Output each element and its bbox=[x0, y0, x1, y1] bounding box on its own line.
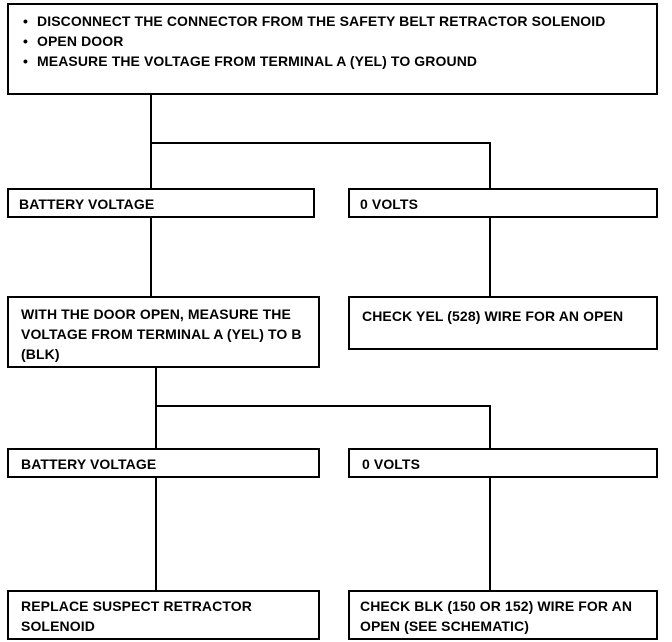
second-test-text: WITH THE DOOR OPEN, MEASURE THE VOLTAGE … bbox=[21, 306, 302, 362]
check-blk-wire-box: CHECK BLK (150 OR 152) WIRE FOR AN OPEN … bbox=[348, 590, 658, 640]
start-steps-list: • DISCONNECT THE CONNECTOR FROM THE SAFET… bbox=[21, 11, 646, 71]
result-battery-voltage-box: BATTERY VOLTAGE bbox=[7, 188, 315, 218]
second-result-zero-volts-box: 0 VOLTS bbox=[348, 448, 658, 478]
check-yel-wire-box: CHECK YEL (528) WIRE FOR AN OPEN bbox=[348, 296, 658, 350]
bullet-icon: • bbox=[23, 33, 29, 49]
second-test-box: WITH THE DOOR OPEN, MEASURE THE VOLTAGE … bbox=[7, 296, 320, 368]
step-text: OPEN DOOR bbox=[37, 33, 124, 49]
connector-test-branch-right bbox=[156, 405, 491, 448]
check-blk-text: CHECK BLK (150 OR 152) WIRE FOR AN OPEN … bbox=[360, 598, 633, 634]
step-text: MEASURE THE VOLTAGE FROM TERMINAL A (YEL… bbox=[37, 53, 478, 69]
replace-solenoid-box: REPLACE SUSPECT RETRACTOR SOLENOID bbox=[7, 590, 320, 640]
result-label: BATTERY VOLTAGE bbox=[21, 456, 157, 472]
step-text: DISCONNECT THE CONNECTOR FROM THE SAFETY… bbox=[37, 13, 606, 29]
result-label: 0 VOLTS bbox=[360, 196, 419, 212]
result-label: 0 VOLTS bbox=[362, 456, 421, 472]
start-instructions-box: • DISCONNECT THE CONNECTOR FROM THE SAFET… bbox=[7, 3, 658, 95]
replace-solenoid-text: REPLACE SUSPECT RETRACTOR SOLENOID bbox=[21, 598, 252, 634]
second-result-battery-voltage-box: BATTERY VOLTAGE bbox=[7, 448, 320, 478]
step-item: • OPEN DOOR bbox=[21, 31, 646, 51]
step-item: • DISCONNECT THE CONNECTOR FROM THE SAFET… bbox=[21, 11, 646, 31]
result-label: BATTERY VOLTAGE bbox=[19, 196, 155, 212]
step-item: • MEASURE THE VOLTAGE FROM TERMINAL A (YE… bbox=[21, 51, 646, 71]
connector-start-branch-right bbox=[151, 142, 491, 188]
bullet-icon: • bbox=[23, 13, 29, 29]
bullet-icon: • bbox=[23, 53, 29, 69]
result-zero-volts-box: 0 VOLTS bbox=[348, 188, 658, 218]
check-yel-text: CHECK YEL (528) WIRE FOR AN OPEN bbox=[362, 308, 624, 324]
